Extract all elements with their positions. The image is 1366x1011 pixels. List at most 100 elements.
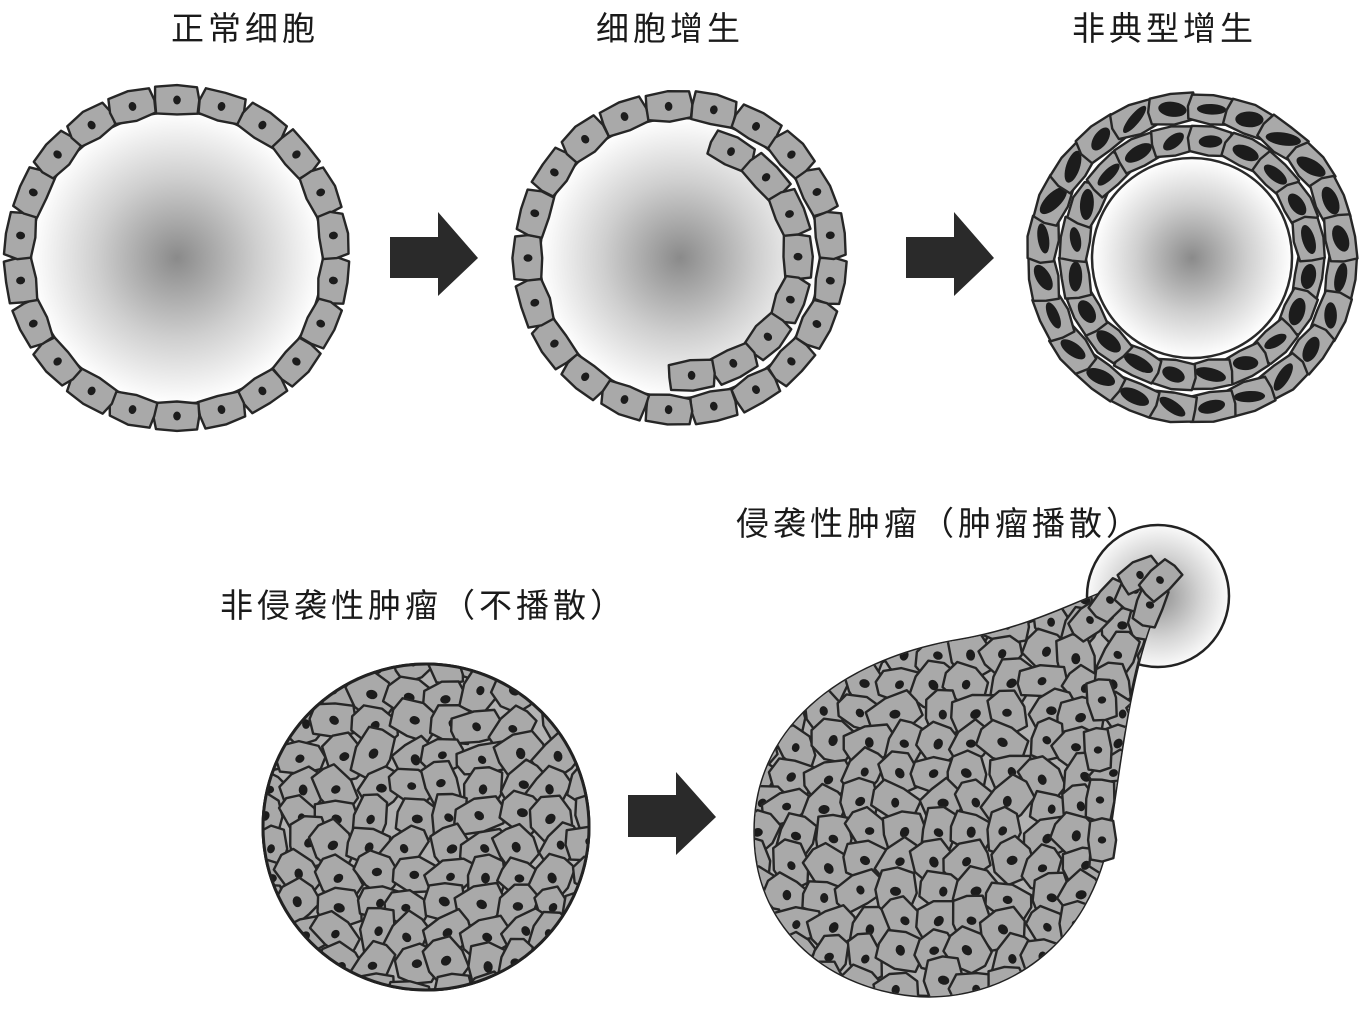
cell-nucleus	[895, 768, 905, 779]
cell-nucleus	[1075, 890, 1087, 900]
cell-nucleus	[440, 695, 451, 704]
cell-nucleus	[1235, 111, 1264, 128]
cell-nucleus	[763, 332, 773, 341]
cell-nucleus	[474, 664, 485, 667]
cell-nucleus	[593, 871, 603, 882]
cell-nucleus	[828, 735, 838, 746]
epithelial-cell	[570, 935, 589, 983]
cell-nucleus	[782, 712, 791, 724]
epithelial-cell	[1099, 965, 1148, 997]
cell-nucleus	[1071, 830, 1081, 842]
epithelial-cell	[767, 590, 814, 618]
atypical-hyperplasia-ring	[1026, 91, 1359, 424]
cell-nucleus	[817, 617, 829, 628]
cell-nucleus	[295, 754, 305, 763]
cell-nucleus	[998, 649, 1007, 659]
cell-nucleus	[331, 785, 341, 794]
cell-nucleus	[785, 210, 794, 218]
cell-nucleus	[1321, 186, 1340, 215]
cell-nucleus	[791, 743, 800, 753]
cell-nucleus	[1095, 796, 1105, 804]
cell-nucleus	[1287, 193, 1307, 216]
cell-nucleus	[263, 899, 273, 910]
epithelial-cell	[974, 718, 1030, 767]
epithelial-cell	[353, 972, 396, 990]
cell-nucleus	[971, 797, 981, 808]
epithelial-cell	[527, 967, 582, 1003]
cell-nucleus	[1145, 979, 1150, 990]
cell-nucleus	[823, 775, 834, 785]
cell-nucleus	[1068, 261, 1083, 292]
cell-nucleus	[933, 738, 943, 750]
cell-nucleus	[828, 922, 839, 933]
epithelial-cell	[644, 90, 694, 123]
cell-nucleus	[1037, 677, 1047, 686]
cell-nucleus	[620, 112, 629, 121]
cell-nucleus	[1124, 143, 1152, 163]
epithelial-cell	[1322, 213, 1359, 263]
cell-nucleus	[756, 709, 767, 720]
cell-nucleus	[825, 231, 835, 240]
label-hyperplasia: 细胞增生	[596, 9, 744, 48]
cell-nucleus	[894, 591, 905, 602]
cell-nucleus	[1149, 773, 1159, 784]
cell-nucleus	[1163, 132, 1184, 151]
epithelial-cell	[754, 808, 783, 858]
cell-nucleus	[965, 739, 976, 748]
epithelial-cell	[1057, 252, 1093, 300]
cell-nucleus	[481, 872, 490, 884]
cell-nucleus	[727, 147, 735, 156]
cell-nucleus	[1077, 978, 1086, 989]
cell-nucleus	[411, 814, 423, 824]
normal-cells-ring	[2, 83, 351, 433]
epithelial-cell	[1134, 666, 1150, 714]
cell-nucleus	[545, 784, 554, 795]
epithelial-cell	[667, 358, 716, 392]
cell-nucleus	[590, 714, 602, 726]
cell-nucleus	[1288, 297, 1306, 326]
epithelial-cell	[556, 664, 589, 685]
cell-nucleus	[1081, 948, 1091, 960]
cell-nucleus	[1047, 617, 1056, 627]
cell-nucleus	[933, 651, 943, 660]
cell-nucleus	[1075, 712, 1087, 723]
cell-nucleus	[446, 872, 455, 881]
epithelial-cell	[872, 971, 920, 997]
epithelial-cell	[1186, 93, 1236, 127]
cell-nucleus	[479, 989, 489, 990]
cell-nucleus	[407, 782, 417, 790]
epithelial-cell	[263, 664, 287, 685]
cell-nucleus	[371, 867, 382, 877]
cell-nucleus	[399, 843, 409, 854]
cell-nucleus	[530, 298, 540, 307]
cell-nucleus	[895, 944, 905, 956]
epithelial-cell	[1128, 758, 1159, 799]
cell-nucleus	[1097, 163, 1120, 186]
cell-nucleus	[588, 752, 601, 765]
cell-nucleus	[549, 990, 561, 1003]
cell-nucleus	[1300, 263, 1317, 290]
cell-nucleus	[376, 898, 385, 908]
noninvasive-tumor-mass	[261, 662, 603, 1003]
cell-nucleus	[864, 827, 875, 835]
cell-nucleus	[1136, 570, 1144, 580]
epithelial-cell	[1146, 389, 1199, 424]
cell-nucleus	[754, 828, 763, 837]
epithelial-cell	[754, 660, 777, 709]
cell-nucleus	[217, 101, 226, 111]
cell-nucleus	[548, 903, 558, 913]
cell-nucleus	[331, 929, 340, 939]
epithelial-cell	[875, 603, 915, 651]
cell-nucleus	[299, 664, 310, 670]
cell-nucleus	[709, 401, 718, 411]
epithelial-cell	[263, 911, 293, 966]
epithelial-cell	[1221, 341, 1271, 386]
cell-nucleus	[128, 405, 137, 415]
epithelial-cell	[453, 881, 507, 928]
cell-nucleus	[970, 886, 982, 896]
cell-nucleus	[754, 680, 757, 689]
epithelial-cell	[833, 868, 887, 915]
right-arrow-icon	[628, 772, 716, 855]
cell-nucleus	[859, 679, 870, 688]
cell-nucleus	[173, 411, 181, 421]
